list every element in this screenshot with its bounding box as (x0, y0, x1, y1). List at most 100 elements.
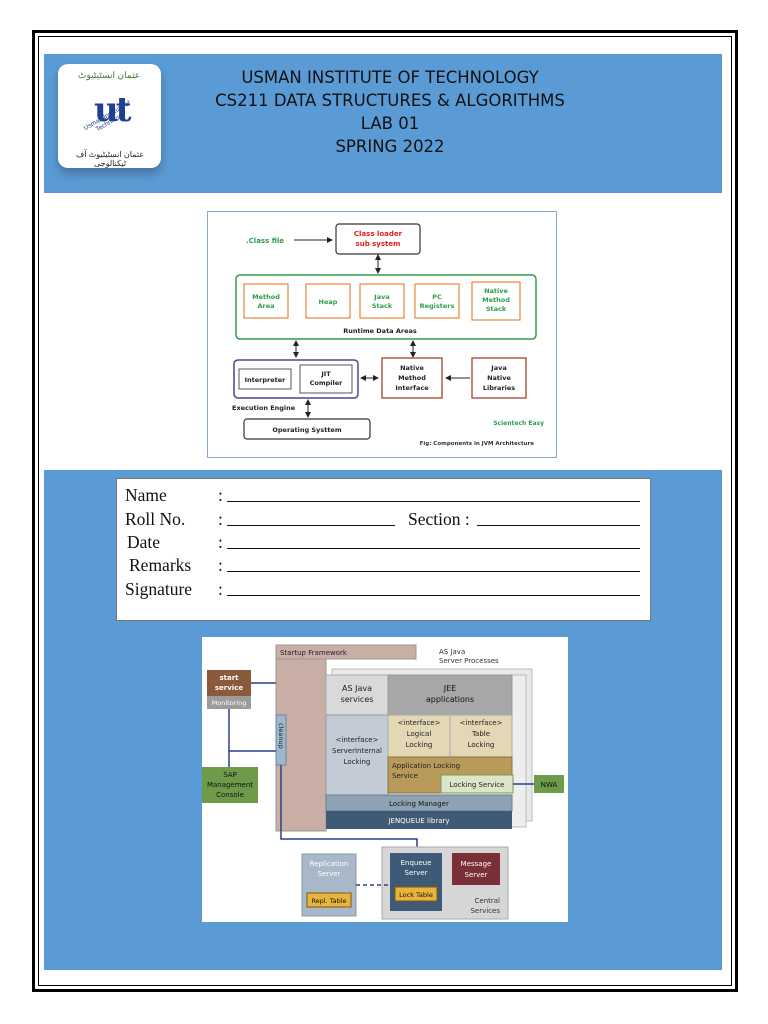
section-field-line[interactable] (477, 525, 640, 526)
runtime-method-area: Method Area (243, 283, 289, 319)
as-java-services-l1: AS Java (342, 684, 372, 693)
native-interface-l1: Native (400, 364, 424, 372)
roll-field-line[interactable] (227, 525, 395, 526)
as-java-services-l2: services (341, 695, 374, 704)
sil-l1: <interface> (336, 736, 379, 744)
enqueue-l2: Server (405, 869, 428, 877)
jvm-caption: Fig: Components in JVM Architecture (420, 441, 535, 447)
remarks-label: Remarks (129, 555, 192, 575)
svg-text:Method: Method (252, 293, 280, 301)
replication-l2: Server (318, 870, 341, 878)
lock-table-box (394, 886, 438, 902)
als-l2: Service (392, 772, 418, 780)
as-java-processes-l1: AS Java (439, 648, 465, 656)
server-internal-locking-box (325, 714, 389, 796)
lab-number: LAB 01 (360, 114, 420, 133)
section-label: Section : (408, 509, 470, 529)
remarks-field-line[interactable] (227, 571, 640, 572)
runtime-data-areas-label: Runtime Data Areas (343, 327, 417, 335)
runtime-pc-registers: PC Registers (414, 283, 460, 319)
ll-l2: Logical (407, 730, 432, 738)
operating-system-label: Operating Systtem (272, 426, 341, 434)
institute-name: USMAN INSTITUTE OF TECHNOLOGY (241, 68, 539, 87)
date-field-line[interactable] (227, 548, 640, 549)
runtime-java-stack: Java Stack (359, 283, 405, 319)
central-services-l1: Central (475, 897, 501, 905)
jit-label-1: JIT (320, 370, 331, 378)
course-title: CS211 DATA STRUCTURES & ALGORITHMS (215, 91, 565, 110)
jenqueue-library-bar (326, 811, 512, 829)
cleanup-label: cleanup (277, 723, 285, 749)
header-title-block: USMAN INSTITUTE OF TECHNOLOGY CS211 DATA… (190, 66, 590, 158)
central-services-l2: Services (470, 907, 500, 915)
tl-l1: <interface> (460, 719, 503, 727)
interpreter-box (238, 368, 292, 390)
nwa-box (534, 775, 564, 793)
message-server-box (452, 853, 500, 885)
interpreter-label: Interpreter (245, 376, 287, 384)
student-info-form: Name : Roll No. : Section : Date : Remar… (116, 478, 651, 621)
class-loader-line1: Class loader (354, 230, 403, 238)
monitoring-box (207, 696, 251, 709)
operating-system-box (243, 418, 371, 440)
jit-label-2: Compiler (310, 379, 344, 387)
sap-locking-diagram: AS Java Server Processes Startup Framewo… (202, 637, 568, 922)
signature-field-line[interactable] (227, 595, 640, 596)
semester: SPRING 2022 (335, 137, 445, 156)
native-method-interface-box (381, 357, 443, 399)
sil-l2: ServerInternal (332, 747, 382, 755)
tl-l2: Table (471, 730, 490, 738)
message-l1: Message (461, 860, 492, 868)
svg-text:Registers: Registers (420, 302, 455, 310)
start-service-l1: start (219, 674, 239, 682)
svg-text:Native: Native (484, 287, 508, 295)
start-service-l2: service (215, 684, 243, 692)
repl-table-box (306, 892, 352, 908)
jit-compiler-box (299, 364, 353, 394)
start-service-box (207, 670, 251, 696)
sap-console-l1: SAP (223, 771, 237, 779)
enqueue-l1: Enqueue (401, 859, 432, 867)
svg-text:Method: Method (482, 296, 510, 304)
name-field-line[interactable] (227, 501, 640, 502)
logo-urdu-top: عثمان انسٹیٹیوٹ (78, 70, 141, 80)
institute-logo: عثمان انسٹیٹیوٹ ut Usman Institute of Te… (58, 64, 161, 168)
monitoring-label: Monitoring (212, 699, 247, 707)
jee-l2: applications (426, 695, 474, 704)
logo-urdu-bottom: عثمان انسٹیٹیوٹ آف ٹیکنالوجی (76, 150, 144, 168)
startup-framework-bar (275, 644, 417, 660)
runtime-heap: Heap (305, 283, 351, 319)
native-interface-l2: Method (398, 374, 426, 382)
native-libs-l2: Native (487, 374, 511, 382)
execution-engine-label: Execution Engine (232, 404, 296, 412)
colon: : (218, 532, 223, 552)
colon: : (218, 555, 223, 575)
as-java-processes-l2: Server Processes (439, 657, 499, 665)
date-label: Date (127, 532, 161, 552)
jee-l1: JEE (443, 684, 456, 693)
class-loader-line2: sub system (356, 240, 401, 248)
replication-l1: Replication (310, 860, 349, 868)
svg-text:Stack: Stack (372, 302, 393, 310)
tl-l3: Locking (468, 741, 495, 749)
roll-label: Roll No. (125, 509, 186, 529)
sap-console-l2: Management (207, 781, 253, 789)
class-loader-box (335, 223, 421, 255)
colon: : (218, 485, 223, 505)
name-label: Name (125, 485, 167, 505)
svg-text:Stack: Stack (486, 305, 507, 313)
table-locking-box (449, 714, 513, 758)
native-libs-l1: Java (490, 364, 506, 372)
nwa-label: NWA (541, 781, 558, 789)
as-java-services-box (325, 674, 389, 716)
svg-text:PC: PC (432, 293, 442, 301)
page-inner-border (38, 36, 732, 986)
ll-l1: <interface> (398, 719, 441, 727)
locking-manager-label: Locking Manager (389, 800, 449, 808)
class-file-label: .Class file (246, 237, 284, 245)
svg-text:Heap: Heap (319, 298, 338, 306)
sap-management-console-box (202, 767, 258, 803)
signature-label: Signature (125, 579, 193, 599)
svg-text:Java: Java (373, 293, 389, 301)
colon: : (218, 509, 223, 529)
